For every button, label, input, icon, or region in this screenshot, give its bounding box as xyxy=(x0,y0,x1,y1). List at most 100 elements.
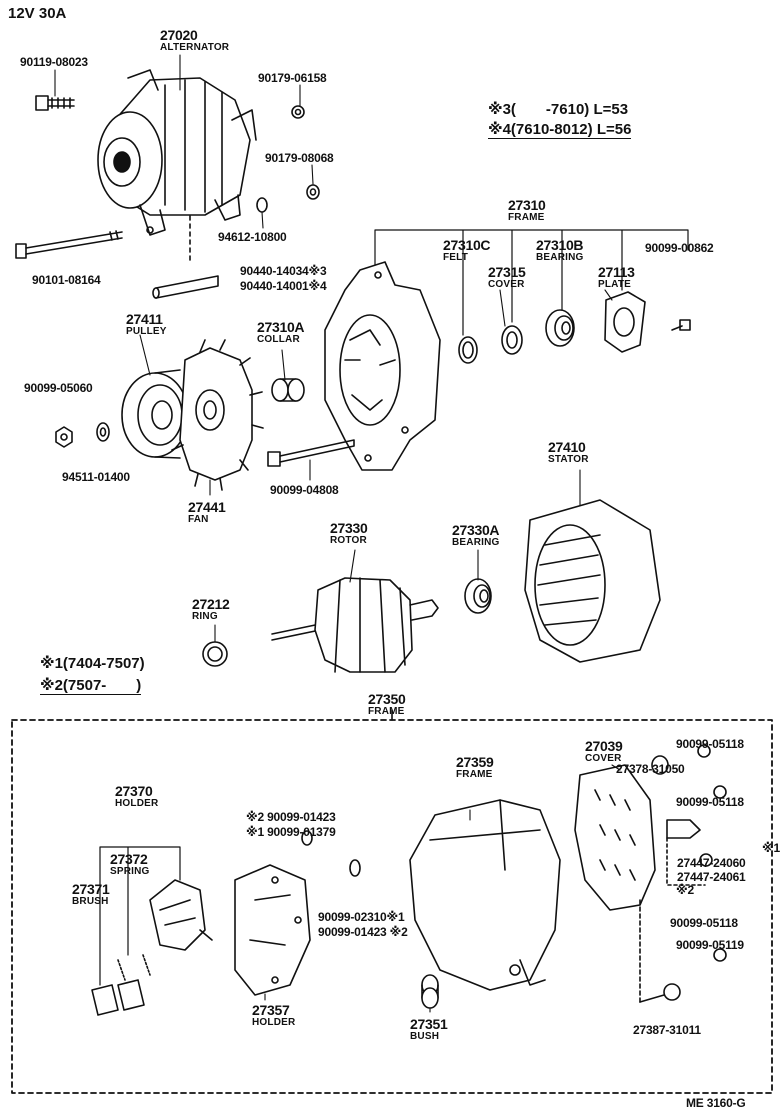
label-frame-27359: FRAME xyxy=(456,769,493,780)
bolt-27387-31011 xyxy=(639,983,681,1003)
label-90099-02310: 90099-02310※1 xyxy=(318,910,405,924)
leader-lines xyxy=(54,54,621,1013)
label-27315: 27315 xyxy=(488,264,526,280)
label-90099-01423-b: 90099-01423 ※2 xyxy=(318,925,408,939)
cover-27315 xyxy=(501,325,523,355)
label-27357: 27357 xyxy=(252,1002,290,1018)
rotor-27330 xyxy=(271,577,439,673)
label-90099-00862: 90099-00862 xyxy=(645,241,714,255)
label-holder-27357: HOLDER xyxy=(252,1017,296,1028)
label-27351: 27351 xyxy=(410,1016,448,1032)
label-27310C: 27310C xyxy=(443,237,491,253)
washer-94511-01400 xyxy=(96,422,110,442)
plate-27113 xyxy=(604,291,646,353)
screw-90099-00862 xyxy=(671,319,691,331)
label-bearing-27310B: BEARING xyxy=(536,252,584,263)
label-27350: 27350 xyxy=(368,691,406,707)
collar-27310A xyxy=(271,378,305,402)
label-90101-08164: 90101-08164 xyxy=(32,273,101,287)
label-felt: FELT xyxy=(443,252,469,263)
terminal-leader-dash xyxy=(666,837,706,886)
cap-27378-31050 xyxy=(651,755,669,775)
washer-94612-10800 xyxy=(256,197,268,213)
label-frame-27310: FRAME xyxy=(508,212,545,223)
label-27020: 27020 xyxy=(160,27,198,43)
label-27113: 27113 xyxy=(598,264,635,280)
bearing-27310B xyxy=(545,309,575,347)
label-stator: STATOR xyxy=(548,454,589,465)
label-ring: RING xyxy=(192,611,218,622)
note-4: ※4(7610-8012) L=56 xyxy=(488,121,632,139)
label-94612-10800: 94612-10800 xyxy=(218,230,287,244)
label-rotor: ROTOR xyxy=(330,535,367,546)
pulley-27411 xyxy=(121,369,189,459)
label-90099-05118-a: 90099-05118 xyxy=(676,737,744,751)
label-cover-27039: COVER xyxy=(585,753,622,764)
washer-90099-01423-a xyxy=(301,830,313,846)
label-bush: BUSH xyxy=(410,1031,440,1042)
header-voltage-amperage: 12V 30A xyxy=(8,5,67,22)
label-90099-05119: 90099-05119 xyxy=(676,938,744,952)
label-90099-05060: 90099-05060 xyxy=(24,381,93,395)
label-fan: FAN xyxy=(188,514,209,525)
holder-27370-illustration xyxy=(149,879,213,951)
label-27372: 27372 xyxy=(110,851,148,867)
label-cover-27315: COVER xyxy=(488,279,525,290)
frame-27310-illustration xyxy=(324,261,441,471)
nut-90099-05119 xyxy=(713,948,727,962)
label-27447-24060: 27447-24060 xyxy=(677,856,746,870)
label-frame-27350: FRAME xyxy=(368,706,405,717)
nut-90179-08068 xyxy=(306,184,320,200)
label-27378-31050: 27378-31050 xyxy=(616,762,685,776)
cover-27039-illustration xyxy=(574,764,656,911)
bush-27351 xyxy=(421,974,439,1009)
stator-27410 xyxy=(524,499,661,663)
spring-27372 xyxy=(117,954,151,981)
label-90179-06158: 90179-06158 xyxy=(258,71,327,85)
label-90179-08068: 90179-08068 xyxy=(265,151,334,165)
label-bearing-27330A: BEARING xyxy=(452,537,500,548)
frame-27359-illustration xyxy=(409,799,561,991)
bolt-90119-08023 xyxy=(35,95,75,111)
holder-27357-illustration xyxy=(234,864,311,996)
felt-27310C xyxy=(458,336,478,364)
label-27371: 27371 xyxy=(72,881,110,897)
label-27411: 27411 xyxy=(126,311,163,327)
label-27370: 27370 xyxy=(115,783,153,799)
label-holder-27370: HOLDER xyxy=(115,798,159,809)
label-27410: 27410 xyxy=(548,439,586,455)
label-90440-14034: 90440-14034※3 xyxy=(240,264,327,278)
label-27310B: 27310B xyxy=(536,237,584,253)
label-27310A: 27310A xyxy=(257,319,305,335)
nut-90099-05060 xyxy=(55,426,73,448)
label-27387-31011: 27387-31011 xyxy=(633,1023,701,1037)
label-alternator: ALTERNATOR xyxy=(160,42,230,53)
label-94511-01400: 94511-01400 xyxy=(62,470,130,484)
label-spring: SPRING xyxy=(110,866,150,877)
label-27039: 27039 xyxy=(585,738,623,754)
note-1: ※1(7404-7507) xyxy=(40,655,145,672)
fan-27441 xyxy=(171,339,264,491)
label-star-2: ※2 xyxy=(676,883,694,897)
label-90099-01379: ※1 90099-01379 xyxy=(246,825,336,839)
label-90099-04808: 90099-04808 xyxy=(270,483,339,497)
nut-90179-06158 xyxy=(291,105,305,119)
bolt-90099-04808 xyxy=(267,439,355,467)
label-27447-24061: 27447-24061 xyxy=(677,870,746,884)
label-90099-01423-a: ※2 90099-01423 xyxy=(246,810,336,824)
label-brush: BRUSH xyxy=(72,896,109,907)
label-90099-05118-b: 90099-05118 xyxy=(676,795,744,809)
ring-27212 xyxy=(202,641,228,667)
label-90440-14001: 90440-14001※4 xyxy=(240,279,327,293)
pin-90440 xyxy=(152,215,219,299)
nut-90099-05118-c xyxy=(699,853,713,867)
brush-27371 xyxy=(91,979,145,1016)
note-3: ※3( -7610) L=53 xyxy=(488,101,629,118)
label-27441: 27441 xyxy=(188,499,226,515)
bearing-27330A xyxy=(464,578,492,614)
washer-90099-02310 xyxy=(349,859,361,877)
label-90119-08023: 90119-08023 xyxy=(20,55,88,69)
label-27330: 27330 xyxy=(330,520,368,536)
